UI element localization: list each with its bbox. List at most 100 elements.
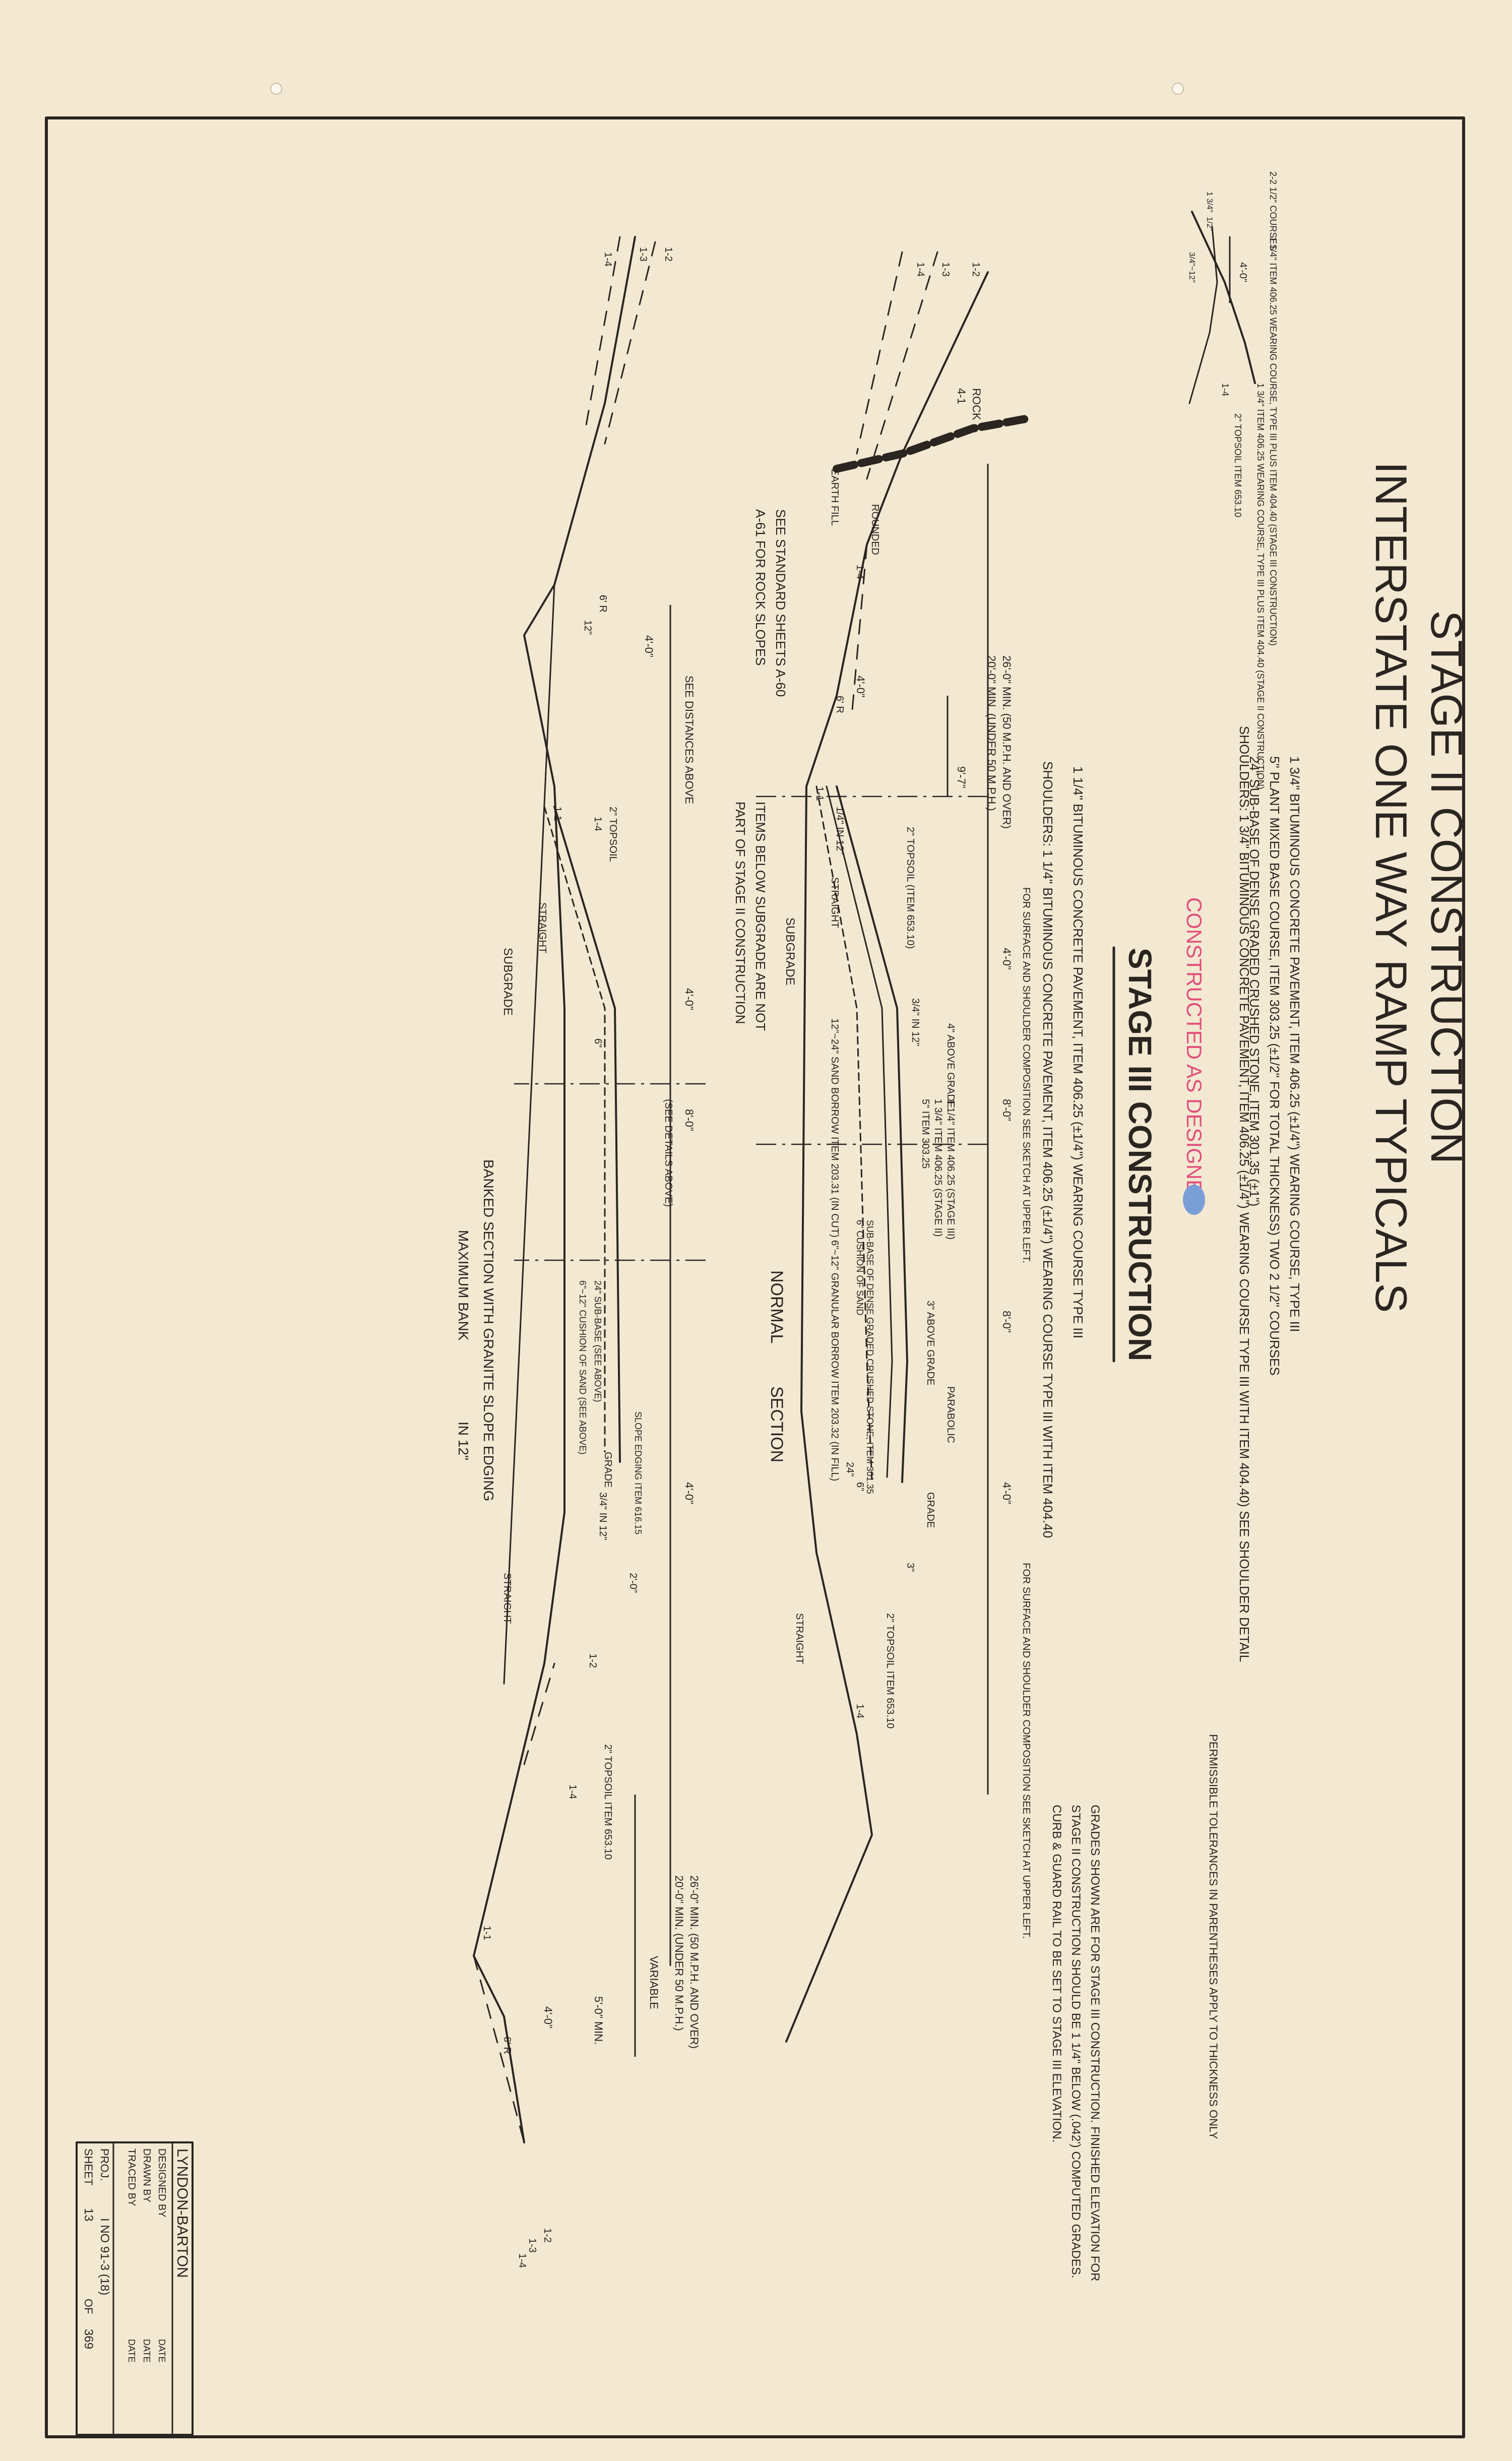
banked-dim-4b: 4'-0" [683, 1482, 696, 1504]
normal-dim-4a: 4'-0" [854, 675, 867, 698]
note-grades-1: GRADES SHOWN ARE FOR STAGE III CONSTRUCT… [1088, 1805, 1102, 2281]
title-block-proj-num: I NO 91-3 (18) [98, 2218, 111, 2295]
banked-topsoil: 2" TOPSOIL [607, 807, 618, 862]
normal-slope-dash-1 [856, 251, 903, 455]
banked-slope-11b: 1-1 [481, 1926, 492, 1940]
banked-grade: GRADE [602, 1452, 613, 1488]
banked-see-standard1: SEE STANDARD SHEETS A-60 [773, 509, 788, 697]
title-block-sheet-label: SHEET [82, 2148, 95, 2185]
banked-dim-2: 2'-0" [627, 1573, 639, 1593]
banked-in-12: 3/4" IN 12" [597, 1492, 608, 1540]
title-block-drawn: DRAWN BY [141, 2148, 152, 2202]
shoulder-d1: 1 3/4" [1205, 192, 1214, 212]
normal-straight: STRAIGHT [829, 877, 840, 928]
normal-item-406b: 1 3/4" ITEM 406.25 (STAGE II) [932, 1099, 943, 1237]
banked-see-standard2: A-61 FOR ROCK SLOPES [753, 509, 768, 666]
normal-above-grade2: 3" ABOVE GRADE [925, 1301, 936, 1385]
normal-grade: GRADE [925, 1492, 936, 1528]
sheet-border [45, 116, 1465, 2438]
normal-pavement-base [826, 785, 893, 1478]
banked-dim-4-mid: 4'-0" [683, 988, 696, 1010]
normal-surface-note2: FOR SURFACE AND SHOULDER COMPOSITION SEE… [1021, 1563, 1032, 1939]
normal-slope-dash-2 [866, 251, 938, 480]
banked-slope-12b: 1-2 [587, 1653, 598, 1668]
normal-subbase [815, 785, 873, 1483]
normal-dim-8a: 8'-0" [1000, 1099, 1013, 1121]
normal-rounded: ROUNDED [869, 504, 880, 555]
shoulder-wearing-3: 1 1/4" ITEM 406.25 WEARING COURSE, TYPE … [1268, 237, 1278, 646]
banked-label1: BANKED SECTION WITH GRANITE SLOPE EDGING [481, 1159, 496, 1501]
note-stage3-shoulders: SHOULDERS: 1 1/4" BITUMINOUS CONCRETE PA… [1040, 761, 1055, 1538]
banked-cushion: 6"~12" CUSHION OF SAND (SEE ABOVE) [578, 1280, 588, 1454]
normal-dim-8b: 8'-0" [1000, 1311, 1013, 1333]
banked-straight2: STRAIGHT [501, 1573, 513, 1624]
stage3-notes-group: 1 1/4" BITUMINOUS CONCRETE PAVEMENT, ITE… [1040, 761, 1086, 1538]
banked-dim-4a: 4'-0" [643, 635, 655, 657]
banked-subgrade [503, 584, 555, 1685]
banked-slope-dash-1 [584, 236, 621, 435]
title-block-traced: TRACED BY [126, 2148, 137, 2206]
note-pavement-1: 1 3/4" BITUMINOUS CONCRETE PAVEMENT, ITE… [1287, 756, 1302, 1332]
title-line1: STAGE II CONSTRUCTION [1422, 610, 1472, 1164]
title-block-sheet-num: 13 [82, 2208, 95, 2222]
normal-item-406: 1 1/4" ITEM 406.25 (STAGE III) [945, 1099, 956, 1240]
banked-dim-6r2: 6' R [501, 2037, 513, 2054]
shoulder-dim-4: 4'-0" [1237, 262, 1248, 282]
shoulders-note-group: SHOULDERS: 1 3/4" BITUMINOUS CONCRETE PA… [1237, 726, 1252, 1662]
banked-min-under: 20'-0" MIN. (UNDER 50 M.P.H.) [673, 1875, 685, 2031]
punch-hole [1172, 83, 1184, 95]
stage3-heading: STAGE III CONSTRUCTION [1122, 948, 1158, 1361]
notes-group: 1 3/4" BITUMINOUS CONCRETE PAVEMENT, ITE… [1247, 756, 1302, 1376]
note-stage3-1: 1 1/4" BITUMINOUS CONCRETE PAVEMENT, ITE… [1070, 766, 1086, 1338]
normal-pavement-top [836, 785, 908, 1483]
banked-slope-13c: 1-3 [527, 2238, 538, 2253]
normal-parabolic: PARABOLIC [945, 1386, 956, 1443]
note-grades-2: STAGE II CONSTRUCTION SHOULD BE 1 1/4" B… [1069, 1805, 1083, 2279]
shoulder-detail-slope [1188, 226, 1218, 404]
banked-see-details: (SEE DETAILS ABOVE) [663, 1099, 674, 1207]
note-grades-3: CURB & GUARD RAIL TO BE SET TO STAGE III… [1050, 1805, 1063, 2142]
banked-see-distances: SEE DISTANCES ABOVE [683, 675, 696, 804]
shoulder-d3: 3/4"~12" [1187, 252, 1196, 283]
normal-slope-12: 1-2 [970, 262, 981, 277]
banked-variable: VARIABLE [648, 1956, 660, 2009]
normal-in-12b: 1/4" IN 12" [834, 807, 845, 854]
title-block-proj-label: PROJ. [98, 2148, 111, 2181]
title-block-date1: DATE [157, 2339, 167, 2363]
banked-slope-edging: SLOPE EDGING ITEM 616.15 [633, 1411, 643, 1534]
normal-slope-14: 1-4 [915, 262, 926, 277]
banked-slope-12: 1-2 [663, 247, 674, 262]
banked-profile [473, 236, 636, 2143]
banked-label3: IN 12" [456, 1422, 471, 1460]
shoulder-topsoil: 2" TOPSOIL ITEM 653.10 [1233, 413, 1243, 517]
shoulder-detail-edge [1191, 211, 1256, 384]
banked-slope-14: 1-4 [602, 252, 613, 267]
normal-sand-borrow: 12"~24" SAND BORROW ITEM 203.31 (IN CUT) [829, 1018, 840, 1238]
punch-hole [270, 83, 282, 95]
normal-in-12: 3/4" IN 12" [910, 998, 921, 1046]
title-line2: INTERSTATE ONE WAY RAMP TYPICALS [1366, 462, 1416, 1313]
title-block-frame [76, 2141, 194, 2436]
title-block: LYNDON-BARTON DESIGNED BY DRAWN BY TRACE… [76, 2141, 194, 2436]
normal-dim-6r: 6' R [834, 696, 845, 713]
banked-min-5: 5'-0" MIN. [592, 1996, 605, 2045]
shoulder-d2: 1/2" [1205, 217, 1214, 231]
normal-slope-13: 1-3 [940, 262, 951, 277]
banked-sub-base: 24" SUB-BASE (SEE ABOVE) [593, 1280, 603, 1402]
banked-slope-12c: 1-2 [542, 2228, 553, 2243]
normal-slope-11: 1-1 [814, 786, 825, 801]
note-pavement-3: 24" SUB-BASE OF DENSE GRADED CRUSHED STO… [1247, 756, 1262, 1206]
banked-label2: MAXIMUM BANK [456, 1230, 471, 1341]
banked-dim-6r: 6' R [597, 595, 608, 612]
banked-subgrade: SUBGRADE [501, 948, 515, 1016]
normal-slope-14c: 1-4 [854, 1704, 865, 1718]
normal-slope-14b: 1-4 [854, 565, 865, 579]
normal-topsoil2: 2" TOPSOIL ITEM 653.10 [885, 1613, 896, 1729]
normal-dim-9-label: 9'-7" [955, 766, 968, 788]
title-block-firm: LYNDON-BARTON [174, 2148, 191, 2278]
title-block-total: 369 [82, 2329, 95, 2349]
normal-rock-slope: 4-1 [955, 388, 968, 404]
title-block-date2: DATE [142, 2339, 152, 2363]
